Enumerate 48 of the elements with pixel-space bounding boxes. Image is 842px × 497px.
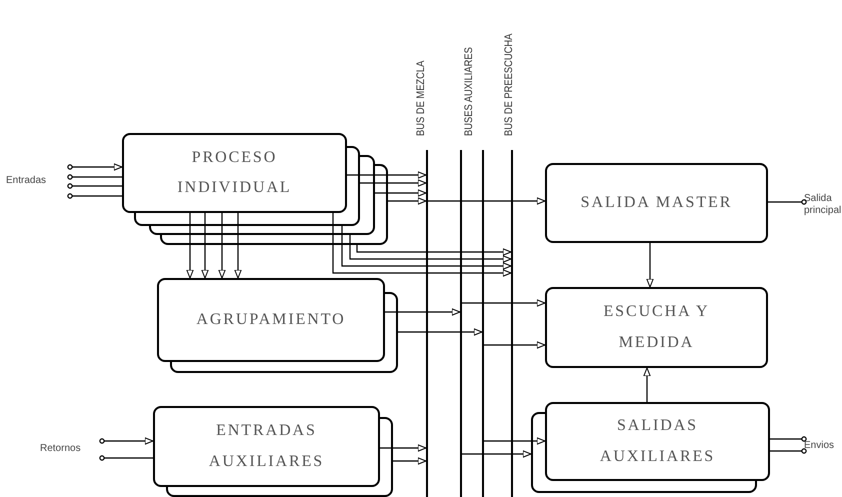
connector-arrow [356,245,512,256]
block-title: PROCESO INDIVIDUAL [176,148,293,198]
bus-line [426,150,428,497]
connector-arrow [462,450,532,458]
connector-arrow [388,197,426,205]
block-title: ENTRADAS AUXILIARES [208,421,326,472]
connector-arrow [484,437,546,445]
process-block [545,402,770,481]
connector-arrow [393,457,426,465]
process-block [122,133,347,213]
connector-arrow [347,171,426,179]
connector-arrow [484,341,546,349]
connector-arrow [398,328,482,336]
block-title: AGRUPAMIENTO [195,310,347,330]
bus-label: BUS DE MEZCLA [414,60,428,136]
bus-line [460,150,462,497]
connector-arrow [375,189,426,197]
terminal-label: Retornos [40,442,81,456]
connector-arrow [428,197,546,205]
bus-line [511,150,513,497]
connector-arrow [349,235,512,263]
connector-arrow [385,308,460,316]
terminal-label: Salida principal [804,192,842,218]
connector-arrow [67,163,122,171]
block-title: SALIDAS AUXILIARES [598,416,716,466]
process-block [157,278,385,362]
connector-arrow [380,444,426,452]
connector-arrow [341,226,512,270]
terminal-label: Envios [804,440,834,452]
connector-arrow [462,299,546,307]
connector-arrow [218,213,226,278]
block-title: SALIDA MASTER [580,192,734,213]
connector-arrow [186,213,194,278]
connector-arrow [643,368,651,402]
connector-arrow [360,179,426,187]
connector-arrow [332,213,512,277]
connector-arrow [99,437,154,445]
connector-arrow [234,213,242,278]
process-block [545,163,768,243]
connector-arrow [201,213,209,278]
bus-label: BUSES AUXILIARES [462,47,476,136]
bus-label: BUS DE PREESCUCHA [502,34,516,136]
block-title: ESCUCHA Y MEDIDA [602,302,711,352]
connector-arrow [646,243,654,288]
process-block [545,287,768,368]
bus-line [482,150,484,497]
process-block [153,406,380,487]
terminal-label: Entradas [6,174,46,188]
